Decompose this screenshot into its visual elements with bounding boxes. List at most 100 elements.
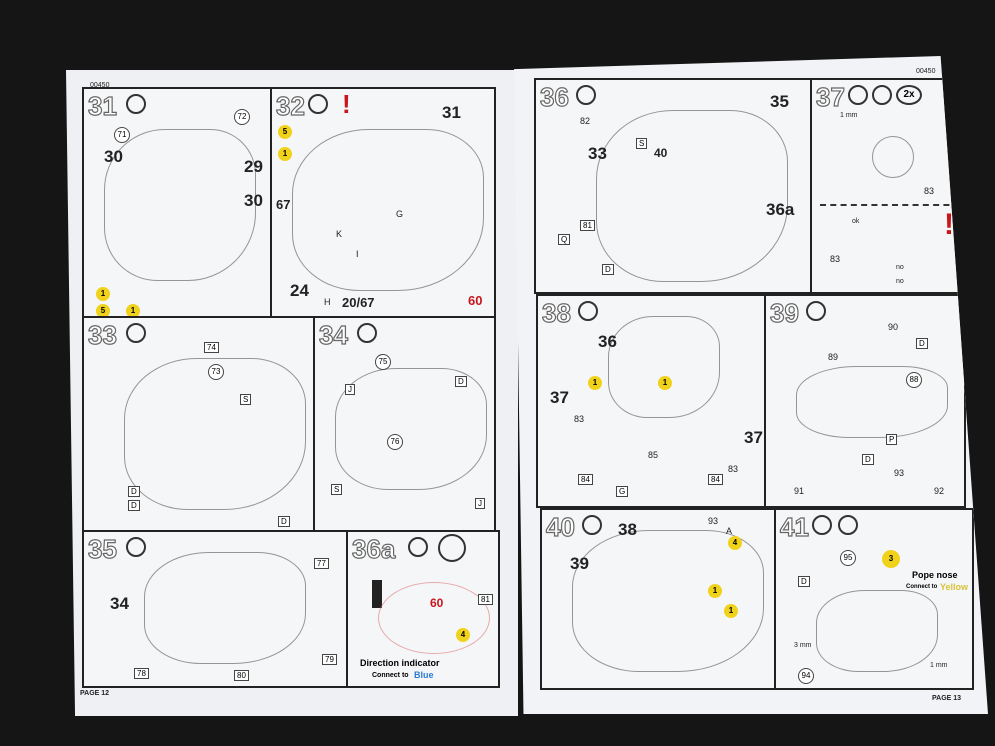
part-label: 20/67 — [342, 295, 375, 310]
taillight-drawing — [816, 590, 938, 672]
part-label: 83 — [830, 254, 841, 264]
caption: Direction indicator — [360, 658, 440, 668]
part-label: K — [336, 229, 343, 239]
part-label: 71 — [114, 127, 130, 143]
step-39-panel: 39 90 89 88 D D P 93 91 92 — [764, 294, 966, 508]
paint-callout: 3 — [882, 550, 900, 568]
ok-label: ok — [852, 218, 860, 225]
part-label: 33 — [588, 144, 607, 163]
size-label: 1 mm — [930, 662, 948, 669]
glue-icon — [357, 323, 377, 343]
part-label: 30 — [244, 191, 263, 210]
part-label: 79 — [322, 654, 337, 665]
step-37-panel: 37 2x 1 mm 83 ! ok no no 83 — [810, 78, 976, 294]
front-drawing — [608, 316, 720, 418]
right-page: 00450 PAGE 13 36 82 35 33 40 81 36a Q D … — [514, 56, 988, 714]
step-34-panel: 34 75 J D 76 S J — [313, 316, 496, 532]
size-label: 1 mm — [840, 112, 858, 119]
part-label: 75 — [375, 354, 391, 370]
part-label: 76 — [387, 434, 403, 450]
paint-callout: 1 — [588, 376, 602, 390]
part-label: 89 — [828, 352, 839, 362]
warning-icon: ! — [342, 89, 351, 119]
warning-icon: ! — [944, 208, 954, 241]
part-label: Q — [558, 234, 571, 245]
part-label: 67 — [276, 197, 291, 212]
body-drawing — [124, 358, 306, 510]
pin-icon — [838, 515, 858, 535]
glue-icon — [308, 94, 328, 114]
step-number: 39 — [769, 297, 799, 328]
part-label: 81 — [478, 594, 493, 605]
glue-icon — [408, 537, 428, 557]
part-label: 90 — [888, 322, 899, 332]
part-label: 74 — [204, 342, 219, 353]
chassis-drawing — [292, 129, 484, 291]
paint-callout: 1 — [724, 604, 738, 618]
part-label: A — [726, 526, 733, 536]
part-label: D — [916, 338, 928, 349]
connector-drawing — [372, 580, 382, 608]
part-label: J — [345, 384, 355, 395]
step-number: 36a — [351, 533, 396, 564]
body-assembly-drawing — [596, 110, 788, 282]
part-label: 88 — [906, 372, 922, 388]
part-label: 93 — [894, 468, 905, 478]
part-label: 36 — [598, 332, 617, 351]
glue-icon — [806, 301, 826, 321]
part-label: S — [240, 394, 252, 405]
part-label: 94 — [798, 668, 814, 684]
paint-callout: 5 — [96, 304, 110, 318]
part-label: S — [331, 484, 343, 495]
part-label: 37 — [744, 428, 763, 447]
paint-callout: 4 — [728, 536, 742, 550]
part-label: I — [356, 249, 359, 259]
part-label: 24 — [290, 281, 309, 300]
part-label: G — [616, 486, 629, 497]
step-41-panel: 41 95 3 Pope nose Connect to Yellow D 3 … — [774, 508, 974, 690]
step-number: 34 — [318, 319, 348, 350]
part-label: 72 — [234, 109, 250, 125]
reference-step: 60 — [468, 293, 483, 308]
step-32-panel: 32 ! 31 67 G K I H 20/67 24 60 5 1 — [270, 87, 496, 318]
part-label: 95 — [840, 550, 856, 566]
part-label: D — [602, 264, 614, 275]
part-label: P — [886, 434, 898, 445]
paint-callout: 1 — [658, 376, 672, 390]
part-label: D — [278, 516, 290, 527]
step-38-panel: 38 36 37 37 83 85 84 84 G 83 1 1 — [536, 294, 766, 508]
step-40-panel: 40 38 39 93 A 4 1 1 — [540, 508, 776, 690]
glue-icon — [812, 515, 832, 535]
seats-drawing — [104, 129, 256, 281]
part-label: J — [475, 498, 485, 509]
part-label: D — [128, 500, 140, 511]
wire-color: Yellow — [940, 582, 969, 592]
paint-callout: 1 — [96, 287, 110, 301]
part-label: D — [455, 376, 467, 387]
roof-drawing — [144, 552, 306, 664]
pin-icon — [872, 85, 892, 105]
step-number: 33 — [87, 319, 117, 350]
step-number: 37 — [815, 81, 845, 112]
step-35-panel: 35 77 34 78 80 79 — [82, 530, 348, 688]
part-label: 39 — [570, 554, 589, 573]
part-label: 83 — [728, 464, 739, 474]
glue-icon — [126, 323, 146, 343]
part-label: 82 — [580, 116, 591, 126]
part-label: G — [396, 209, 404, 219]
glue-icon — [582, 515, 602, 535]
reference-step: 60 — [430, 596, 444, 610]
part-label: 29 — [244, 157, 263, 176]
interior-drawing — [572, 530, 764, 672]
no-label: no — [896, 264, 904, 271]
step-number: 36 — [539, 81, 569, 112]
kit-code: 00450 — [90, 82, 110, 89]
connect-text: Connect to — [906, 584, 938, 590]
glue-icon — [578, 301, 598, 321]
step-number: 31 — [87, 90, 117, 121]
step-number: 40 — [545, 511, 575, 542]
part-label: D — [128, 486, 140, 497]
divider — [820, 204, 970, 206]
size-label: 3 mm — [794, 642, 812, 649]
glue-icon — [576, 85, 596, 105]
